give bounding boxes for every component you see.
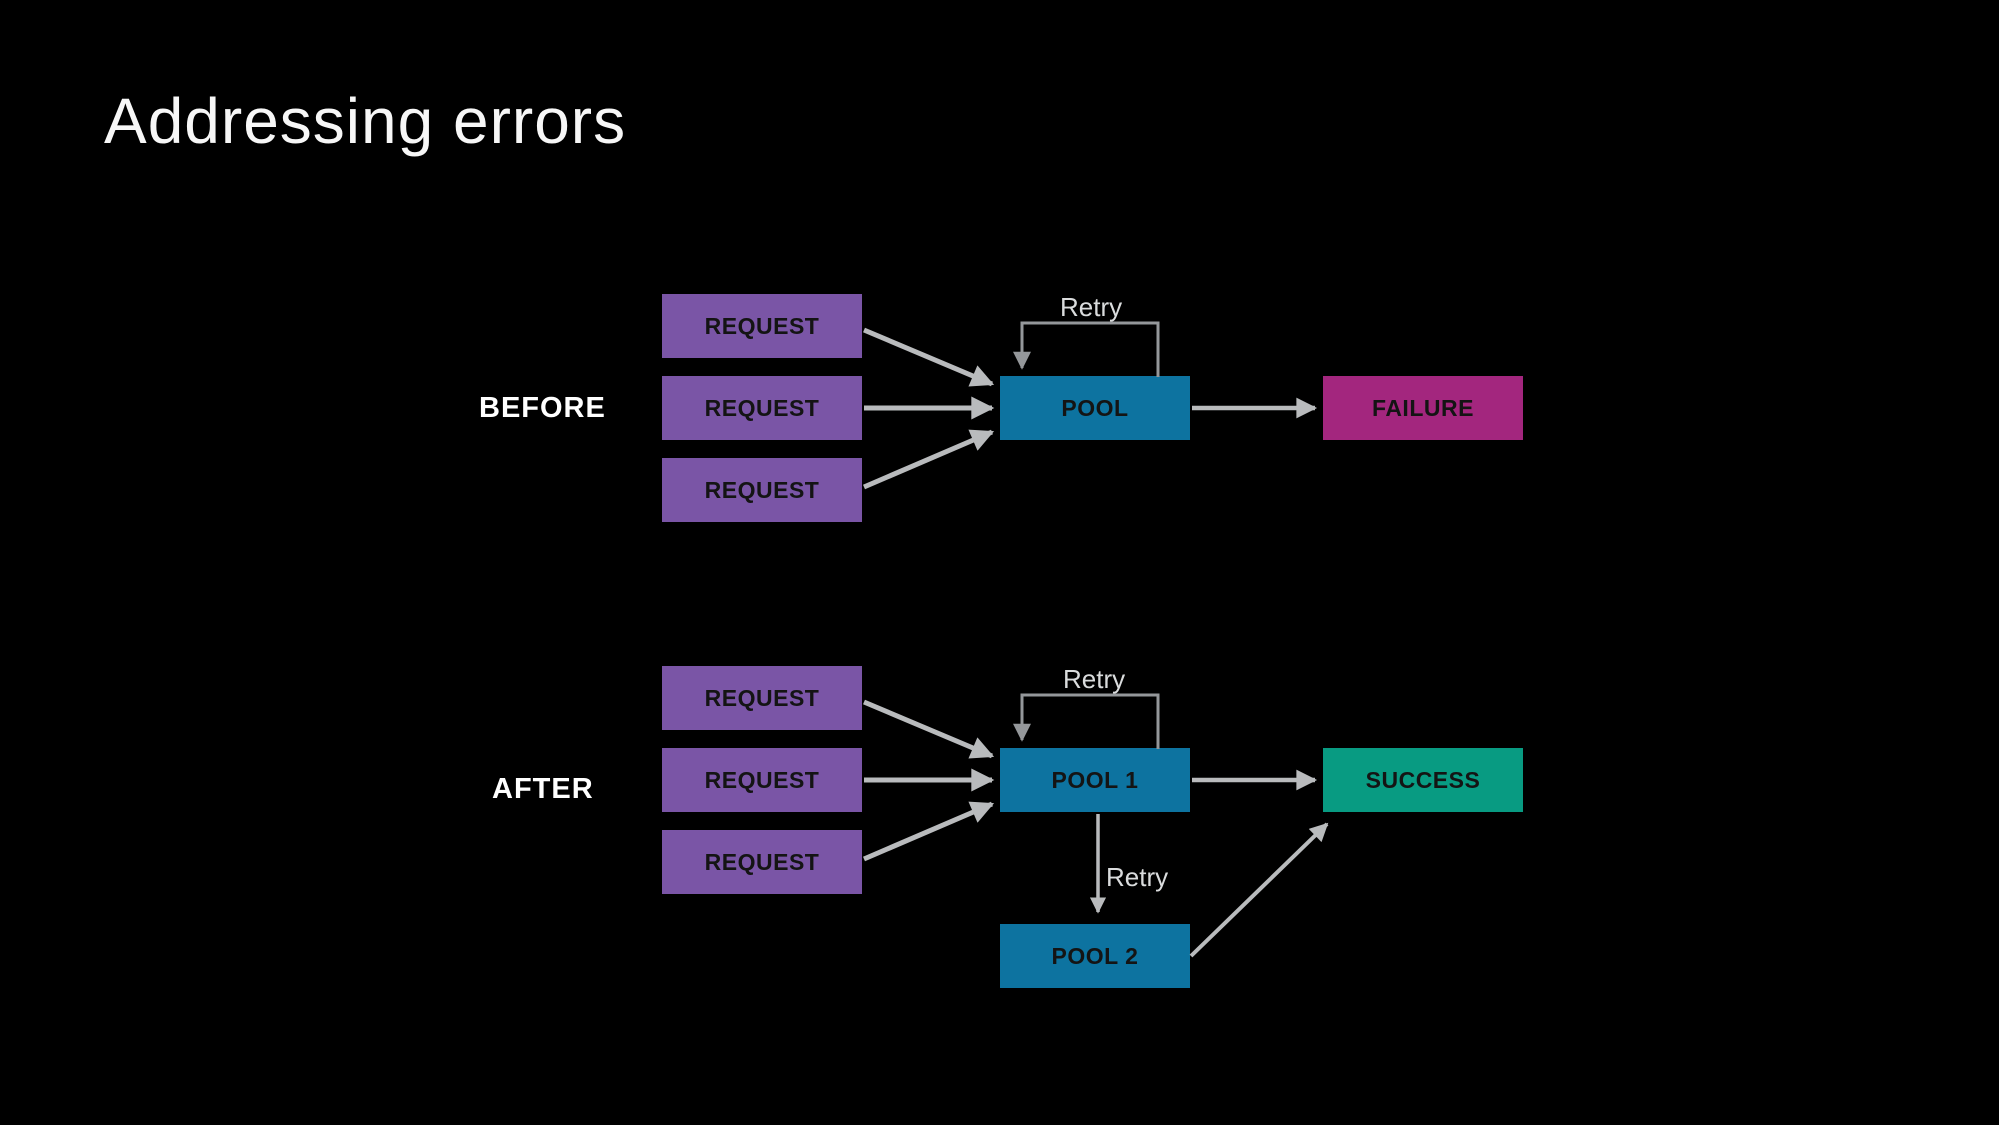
after-request-2-box: REQUEST [662, 748, 862, 812]
after-arrow-pool2-to-success [1189, 822, 1329, 958]
before-arrow-request3-to-pool [863, 429, 995, 490]
before-request-3-box: REQUEST [662, 458, 862, 522]
after-retry-loop-label: Retry [1063, 664, 1126, 694]
after-request-1-box: REQUEST [662, 666, 862, 730]
before-arrow-request1-to-pool [863, 327, 995, 387]
before-retry-loop-arrow [1013, 321, 1160, 377]
before-request-1-box: REQUEST [662, 294, 862, 358]
before-request-2-box: REQUEST [662, 376, 862, 440]
after-retry-loop-arrow [1013, 693, 1160, 749]
after-arrow-request3-to-pool1 [863, 801, 995, 862]
after-request-3-box: REQUEST [662, 830, 862, 894]
after-pool1-box: POOL 1 [1000, 748, 1190, 812]
before-failure-box: FAILURE [1323, 376, 1523, 440]
after-arrow-request1-to-pool1 [863, 699, 995, 759]
before-section-label: BEFORE [479, 392, 606, 424]
after-retry-down-label: Retry [1106, 862, 1169, 892]
before-pool-box: POOL [1000, 376, 1190, 440]
after-section-label: AFTER [492, 773, 594, 805]
before-retry-label: Retry [1060, 292, 1123, 322]
after-success-box: SUCCESS [1323, 748, 1523, 812]
after-pool2-box: POOL 2 [1000, 924, 1190, 988]
page-title: Addressing errors [104, 85, 627, 157]
